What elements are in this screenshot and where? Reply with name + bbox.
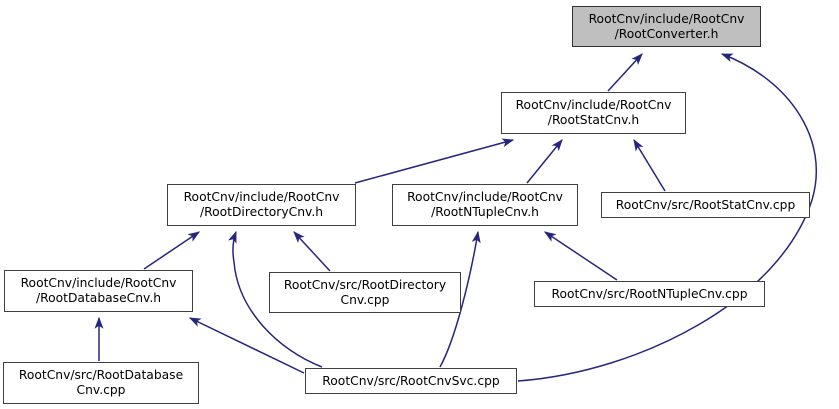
edge-rootcnvsvc-cpp-to-rootconverter-h (517, 53, 817, 382)
edge-rootstatcnv-cpp-to-rootstatcnv-h (633, 138, 666, 192)
node-label-line2: Cnv.cpp (76, 383, 126, 397)
node-rootconverter-h[interactable]: RootCnv/include/RootCnv /RootConverter.h (572, 6, 761, 47)
node-label-line1: RootCnv/src/RootDatabase (18, 368, 184, 382)
node-label-line2: /RootDatabaseCnv.h (35, 291, 162, 305)
node-rootntuplecnv-cpp[interactable]: RootCnv/src/RootNTupleCnv.cpp (534, 281, 765, 307)
edge-rootcnvsvc-cpp-to-rootdirectorycnv-h (227, 230, 323, 368)
node-rootntuplecnv-h[interactable]: RootCnv/include/RootCnv /RootNTupleCnv.h (392, 184, 578, 226)
node-label-line2: Cnv.cpp (340, 292, 390, 307)
node-rootdirectorycnv-cpp[interactable]: RootCnv/src/RootDirectory Cnv.cpp (269, 272, 461, 313)
node-rootdirectorycnv-h[interactable]: RootCnv/include/RootCnv /RootDirectoryCn… (167, 184, 356, 226)
node-label-line2: /RootStatCnv.h (547, 113, 640, 127)
node-rootdatabasecnv-cpp[interactable]: RootCnv/src/RootDatabase Cnv.cpp (3, 362, 199, 404)
node-label-line1: RootCnv/include/RootCnv (20, 276, 177, 290)
edge-rootdirectorycnv-h-to-rootstatcnv-h (354, 138, 515, 184)
node-label-line2: /RootConverter.h (614, 26, 719, 41)
node-label-line1: RootCnv/include/RootCnv (183, 190, 340, 204)
node-label-line1: RootCnv/src/RootCnvSvc.cpp (322, 373, 500, 388)
node-label-line1: RootCnv/src/RootNTupleCnv.cpp (551, 286, 748, 301)
node-label-line1: RootCnv/include/RootCnv (407, 190, 563, 204)
edge-rootcnvsvc-cpp-to-rootntuplecnv-h (439, 230, 481, 368)
edge-rootdirectorycnv-cpp-to-rootdirectorycnv-h (293, 231, 331, 272)
node-rootstatcnv-h[interactable]: RootCnv/include/RootCnv /RootStatCnv.h (501, 92, 686, 134)
node-label-line1: RootCnv/include/RootCnv (515, 98, 672, 112)
edge-rootntuplecnv-cpp-to-rootntuplecnv-h (544, 231, 618, 281)
node-label-line2: /RootNTupleCnv.h (431, 205, 539, 219)
node-rootstatcnv-cpp[interactable]: RootCnv/src/RootStatCnv.cpp (601, 192, 810, 218)
node-label-line1: RootCnv/src/RootDirectory (283, 277, 447, 292)
node-rootcnvsvc-cpp[interactable]: RootCnv/src/RootCnvSvc.cpp (305, 368, 517, 394)
edge-rootcnvsvc-cpp-to-rootdatabasecnv-h (188, 317, 305, 374)
node-label-line2: /RootDirectoryCnv.h (199, 205, 324, 219)
node-rootdatabasecnv-h[interactable]: RootCnv/include/RootCnv /RootDatabaseCnv… (4, 270, 193, 312)
node-label-line1: RootCnv/src/RootStatCnv.cpp (615, 197, 796, 212)
edge-rootstatcnv-h-to-rootconverter-h (607, 53, 643, 92)
edge-rootdatabasecnv-h-to-rootdirectorycnv-h (143, 231, 200, 270)
edge-rootntuplecnv-h-to-rootstatcnv-h (526, 139, 563, 184)
node-label-line1: RootCnv/include/RootCnv (588, 11, 745, 26)
